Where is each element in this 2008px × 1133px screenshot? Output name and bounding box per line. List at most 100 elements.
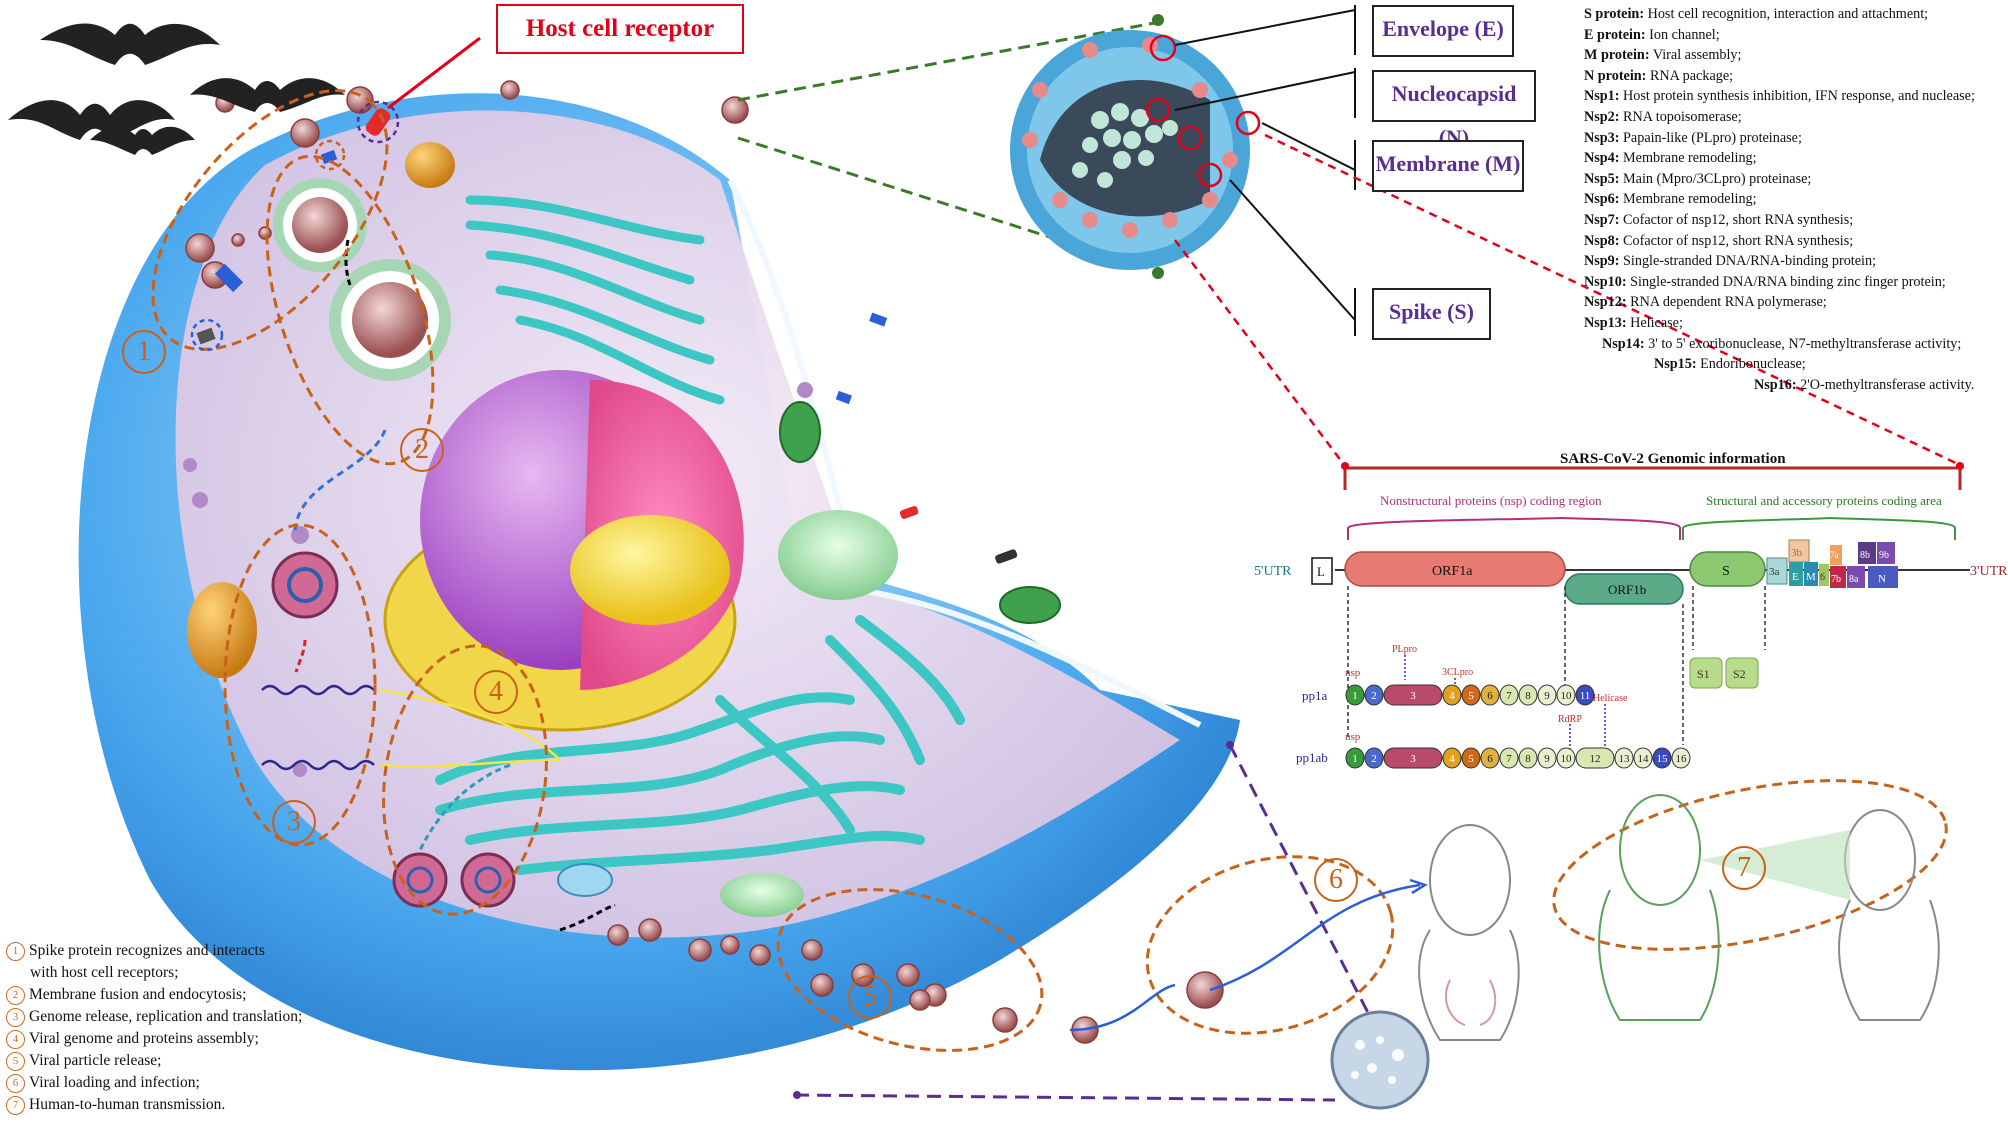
protein-row: Nsp6: Membrane remodeling; [1584, 189, 2004, 210]
protein-description: Viral assembly; [1649, 47, 1742, 64]
nsp-number: 10 [1561, 753, 1573, 765]
protein-name: Nsp13: [1584, 314, 1627, 331]
protein-name: Nsp7: [1584, 211, 1620, 228]
human-recipient [1838, 809, 1940, 1021]
protein-row: Nsp15: Endoribonuclease; [1584, 354, 2004, 375]
nsp-segment [1345, 684, 1365, 706]
nsp-segment [1364, 684, 1384, 706]
protein-row: Nsp4: Membrane remodeling; [1584, 148, 2004, 169]
protein-description: 2'O-methyltransferase activity. [1796, 376, 1975, 393]
assembled-virus-1 [392, 852, 448, 908]
nsp-number: 10 [1561, 690, 1573, 702]
nsp-number: 7 [1506, 690, 1512, 702]
nsp-segment [1461, 747, 1481, 769]
svg-text:7a: 7a [1830, 550, 1839, 560]
step-6-marker: 6 [1314, 858, 1358, 902]
zoom-droplets [1330, 1010, 1430, 1110]
svg-text:nsp: nsp [1345, 731, 1361, 743]
ellipse-step-7 [1552, 779, 1948, 951]
protein-description: Cofactor of nsp12, short RNA synthesis; [1619, 232, 1854, 249]
svg-text:ORF1b: ORF1b [1608, 582, 1646, 597]
utr5-label: 5'UTR [1254, 564, 1292, 579]
nsp-number: 7 [1506, 753, 1512, 765]
nsp-segment [1442, 684, 1462, 706]
step-4-marker: 4 [474, 670, 518, 714]
protein-row: Nsp14: 3' to 5' exoribonuclease, N7-meth… [1584, 334, 2004, 355]
protein-name: Nsp3: [1584, 129, 1620, 146]
nsp-segment [1480, 747, 1500, 769]
legend-step-number: 2 [6, 986, 25, 1005]
nsp-number: 2 [1371, 690, 1377, 702]
svg-text:6: 6 [1820, 572, 1825, 583]
protein-description: Endoribonuclease; [1696, 356, 1806, 373]
nsp-number: 6 [1487, 690, 1493, 702]
s-block [1689, 551, 1766, 587]
nsp-segment [1575, 747, 1615, 769]
nsp-number: 12 [1590, 753, 1601, 765]
plpro-label: PLpro [1392, 644, 1417, 655]
mitochondrion-right [999, 586, 1061, 624]
nsp-segment [1556, 684, 1576, 706]
nsp-segment [1461, 684, 1481, 706]
rdrp-label: RdRP [1558, 714, 1582, 725]
nsp-segment [1575, 684, 1595, 706]
nsp-segment [1345, 747, 1365, 769]
nsp-segment [1537, 684, 1557, 706]
mitochondrion-top [779, 401, 821, 463]
protein-row: S protein: Host cell recognition, intera… [1584, 4, 2004, 25]
legend-item: with host cell receptors; [6, 962, 302, 984]
step-1-marker: 1 [122, 330, 166, 374]
protein-description: Membrane remodeling; [1619, 150, 1757, 167]
svg-text:S1: S1 [1697, 667, 1710, 681]
svg-text:9b: 9b [1879, 550, 1889, 561]
nsp-number: 11 [1580, 690, 1591, 702]
protein-row: E protein: Ion channel; [1584, 25, 2004, 46]
svg-text:M: M [1806, 571, 1816, 583]
nsp-segment [1364, 747, 1384, 769]
protein-row: Nsp3: Papain-like (PLpro) proteinase; [1584, 128, 2004, 149]
protein-row: Nsp16: 2'O-methyltransferase activity. [1584, 375, 2004, 396]
nsp-segment [1518, 747, 1538, 769]
svg-text:8b: 8b [1860, 550, 1870, 561]
protein-description: 3' to 5' exoribonuclease, N7-methyltrans… [1644, 335, 1962, 352]
nsp-segment [1518, 684, 1538, 706]
bats [8, 23, 345, 155]
nsp-number: 9 [1544, 690, 1550, 702]
nsp-number: 16 [1676, 753, 1688, 765]
legend-text: Human-to-human transmission. [29, 1096, 226, 1113]
nsp-number: 14 [1638, 753, 1650, 765]
step-2-marker: 2 [400, 428, 444, 472]
nsp-segment [1614, 747, 1634, 769]
nsp-region-label: Nonstructural proteins (nsp) coding regi… [1380, 493, 1602, 508]
protein-name: Nsp14: [1602, 335, 1645, 352]
nsp-segment [1633, 747, 1653, 769]
leader-label: L [1317, 564, 1325, 579]
genome-diagram: SARS-CoV-2 Genomic information Nonstruct… [1254, 451, 2008, 769]
protein-row: Nsp7: Cofactor of nsp12, short RNA synth… [1584, 210, 2004, 231]
nsp-number: 15 [1657, 753, 1669, 765]
ellipse-step-5 [776, 888, 1044, 1052]
virion-model [1010, 30, 1261, 270]
svg-text:S: S [1722, 564, 1730, 579]
nsp-segment [1499, 684, 1519, 706]
ellipse-step-4 [382, 644, 548, 916]
protein-row: Nsp5: Main (Mpro/3CLpro) proteinase; [1584, 169, 2004, 190]
receptor-3 [214, 263, 244, 293]
nsp-segment [1442, 747, 1462, 769]
nsp-number: 1 [1352, 753, 1358, 765]
protein-name: Nsp10: [1584, 273, 1627, 290]
nsp-number: 9 [1544, 753, 1550, 765]
ellipse-step-1 [151, 89, 389, 351]
legend-step-number: 7 [6, 1096, 25, 1115]
legend-text: Spike protein recognizes and interacts [29, 942, 265, 959]
golgi-apparatus [465, 195, 725, 405]
nsp-segment [1556, 747, 1576, 769]
structural-region-label: Structural and accessory proteins coding… [1706, 493, 1942, 508]
